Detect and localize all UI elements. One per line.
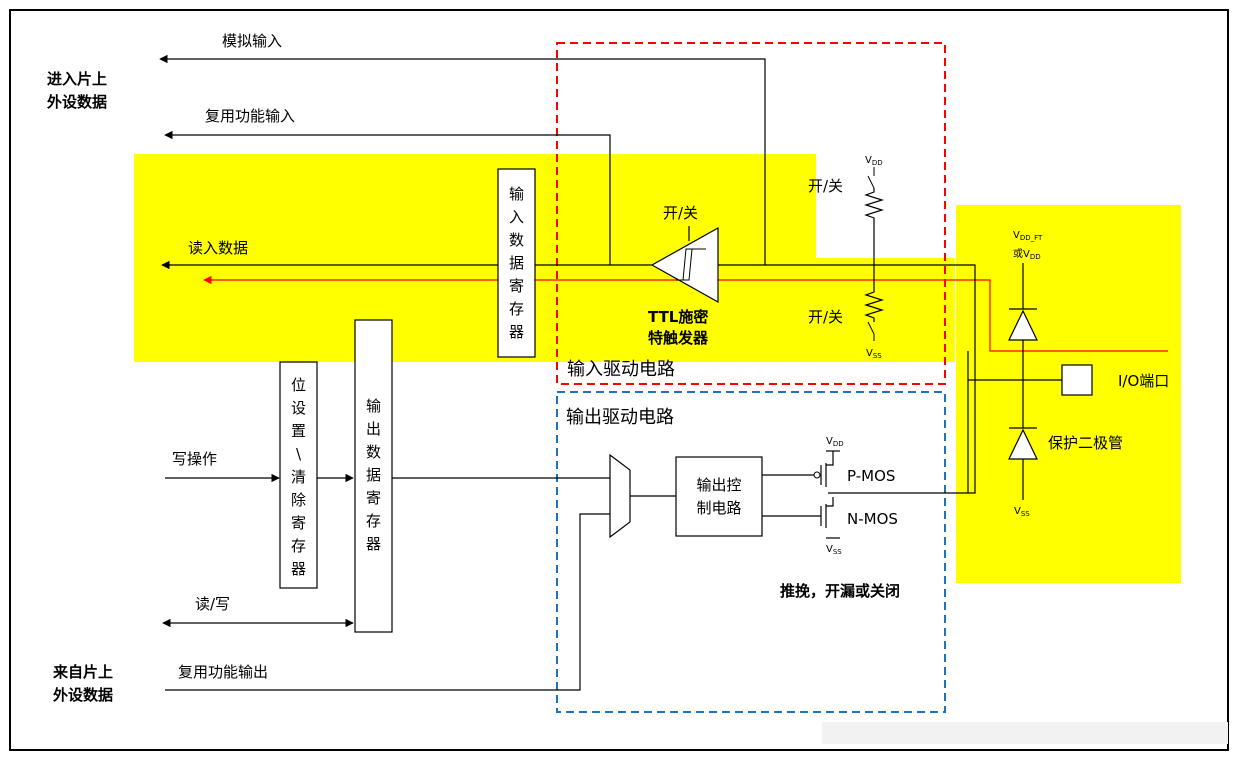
bottom-blur-strip: [822, 722, 1228, 744]
write-op-label: 写操作: [172, 450, 217, 468]
trigger-switch-label: 开/关: [663, 204, 698, 222]
svg-text:置: 置: [291, 422, 306, 440]
svg-text:存: 存: [366, 512, 381, 530]
pullup-switch-label: 开/关: [808, 177, 843, 195]
svg-text:寄: 寄: [291, 514, 306, 532]
pulldown-switch-label: 开/关: [808, 308, 843, 326]
svg-text:输: 输: [509, 185, 524, 203]
bit-set-clear-text: 位 设 置 \ 清 除 寄 存 器: [291, 376, 306, 578]
output-mux: [609, 453, 631, 539]
nmos-label: N-MOS: [847, 510, 898, 528]
read-write-label: 读/写: [195, 595, 230, 613]
schmitt-label-1: TTL施密: [648, 308, 708, 326]
svg-text:清: 清: [291, 468, 306, 486]
input-driver-box: [556, 42, 946, 385]
into-peripheral-label-2: 外设数据: [46, 93, 107, 111]
input-data-register-text: 输 入 数 据 寄 存 器: [509, 185, 524, 341]
pullup-resistor: [863, 188, 885, 264]
io-port-pad: [1061, 364, 1093, 396]
output-driver-box: [556, 391, 946, 713]
svg-text:入: 入: [509, 208, 524, 226]
from-peripheral-label-2: 外设数据: [52, 686, 113, 704]
output-control-text-2: 制电路: [696, 499, 741, 517]
vss-mid-label: VSS: [826, 544, 842, 556]
alt-func-output-line: [165, 513, 610, 691]
pulldown-resistor: [863, 264, 885, 322]
alt-func-output-label: 复用功能输出: [178, 663, 268, 681]
trigger-input-line: [718, 264, 976, 494]
svg-text:出: 出: [366, 420, 381, 438]
output-driver-title: 输出驱动电路: [566, 407, 674, 428]
pmos-drain-source: [826, 451, 834, 466]
svg-text:寄: 寄: [366, 489, 381, 507]
svg-text:据: 据: [509, 254, 524, 272]
svg-text:器: 器: [509, 323, 524, 341]
outer-border: [9, 9, 1229, 751]
pulldown-switch: [867, 321, 875, 335]
output-modes-label: 推挽，开漏或关闭: [780, 582, 900, 600]
into-peripheral-label-1: 进入片上: [47, 70, 107, 88]
from-peripheral-label-1: 来自片上: [52, 663, 113, 681]
schmitt-label-2: 特触发器: [648, 329, 709, 347]
nmos-drain-source: [826, 497, 834, 507]
svg-text:\: \: [296, 445, 302, 463]
output-control-circuit: [675, 456, 763, 537]
pmos-gate-bubble: [813, 471, 821, 479]
svg-text:数: 数: [509, 231, 524, 249]
analog-input-line: [159, 54, 766, 265]
svg-text:存: 存: [291, 537, 306, 555]
svg-text:设: 设: [291, 399, 306, 417]
svg-text:输: 输: [366, 397, 381, 415]
input-highlight: [134, 154, 955, 362]
svg-text:存: 存: [509, 300, 524, 318]
svg-text:据: 据: [366, 466, 381, 484]
output-data-register: [354, 319, 393, 633]
alt-func-input-line: [164, 130, 611, 265]
pmos-label: P-MOS: [847, 467, 895, 485]
input-data-register: [497, 168, 536, 358]
analog-input-label: 模拟输入: [222, 32, 282, 50]
hysteresis-icon: [676, 248, 706, 281]
bit-set-clear-register: [279, 361, 318, 589]
svg-text:器: 器: [291, 560, 306, 578]
svg-text:数: 数: [366, 443, 381, 461]
svg-text:除: 除: [291, 491, 306, 509]
output-control-text-1: 输出控: [696, 476, 741, 494]
red-signal-line: [203, 275, 1168, 352]
vdd-mid-label: VDD: [826, 436, 844, 448]
pullup-switch: [867, 175, 875, 189]
svg-text:寄: 寄: [509, 277, 524, 295]
input-driver-title: 输入驱动电路: [567, 359, 675, 380]
svg-text:位: 位: [291, 376, 306, 394]
output-data-register-text: 输 出 数 据 寄 存 器: [366, 397, 381, 553]
protection-diode-label: 保护二极管: [1048, 434, 1123, 452]
read-data-label: 读入数据: [188, 239, 248, 257]
vdd-top-label: VDD: [865, 155, 883, 167]
svg-text:器: 器: [366, 535, 381, 553]
alt-func-input-label: 复用功能输入: [205, 107, 295, 125]
io-port-label: I/O端口: [1118, 372, 1169, 390]
